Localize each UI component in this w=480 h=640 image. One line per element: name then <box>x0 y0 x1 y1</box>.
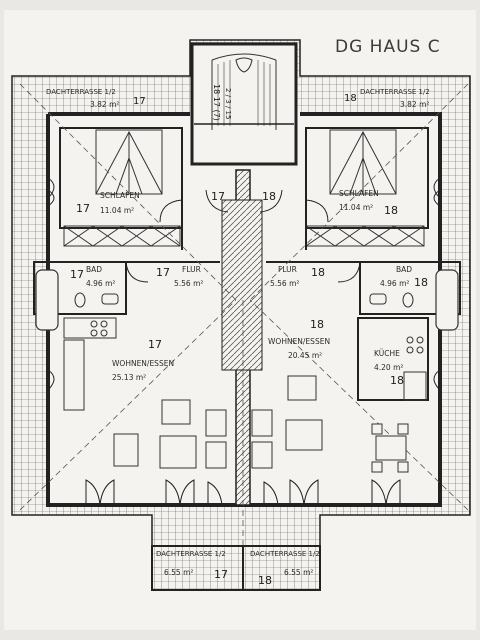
hall-walls <box>125 170 361 314</box>
stair-tower <box>190 42 298 166</box>
room-wohnen-right-area: 20.45 m² <box>288 351 322 360</box>
terrace-top-left-area: 3.82 m² <box>90 100 119 109</box>
room-kueche-area: 4.20 m² <box>374 363 403 372</box>
wardrobe-left <box>63 225 181 247</box>
bathtub-left <box>35 269 59 331</box>
flur-right-unit: 18 <box>311 266 325 279</box>
schlafen-right-unit: 18 <box>384 204 398 217</box>
stove-right <box>406 336 424 354</box>
schlafen-left-unit: 17 <box>76 202 90 215</box>
room-schlafen-right-area: 11.04 m² <box>339 203 373 212</box>
sink-right <box>369 293 387 305</box>
terrace-rail-bottom <box>151 545 321 591</box>
roof-diagonals <box>19 83 469 590</box>
room-wohnen-right-name: WOHNEN/ESSEN <box>268 337 330 346</box>
furniture-right <box>251 375 409 473</box>
entry-left-unit: 17 <box>211 190 225 203</box>
terrace-bottom-left-area: 6.55 m² <box>164 568 193 577</box>
room-bad-right-area: 4.96 m² <box>380 279 409 288</box>
kitchen-right-counter <box>403 371 427 401</box>
terrace-bottom-right-unit: 18 <box>258 574 272 587</box>
exterior-walls <box>46 112 442 507</box>
wohnen-left-unit: 17 <box>148 338 162 351</box>
stove-left <box>90 320 108 337</box>
toilet-left <box>74 292 86 308</box>
entry-right-unit: 18 <box>262 190 276 203</box>
room-flur-right-area: 5.56 m² <box>270 279 299 288</box>
terrace-bottom-right-name: DACHTERRASSE 1/2 <box>250 550 320 558</box>
room-kueche-name: KÜCHE <box>374 349 400 358</box>
bathtub-right <box>435 269 459 331</box>
terrace-bottom-left-unit: 17 <box>214 568 228 581</box>
wardrobe-right <box>305 225 425 247</box>
room-wohnen-left-area: 25.13 m² <box>112 373 146 382</box>
toilet-right <box>402 292 414 308</box>
plan-title: DG HAUS C <box>335 37 441 57</box>
stair-marks: 18 17 (7) <box>212 84 221 121</box>
side-windows <box>47 177 441 391</box>
room-schlafen-right-name: SCHLAFEN <box>339 189 379 198</box>
kitchen-left-counter <box>63 317 117 339</box>
terrace-bottom-left-name: DACHTERRASSE 1/2 <box>156 550 226 558</box>
terrace-bottom-right-area: 6.55 m² <box>284 568 313 577</box>
room-flur-left-name: FLUR <box>182 265 201 274</box>
wohnen-right-unit: 18 <box>310 318 324 331</box>
room-schlafen-left-area: 11.04 m² <box>100 206 134 215</box>
room-bad-left-area: 4.96 m² <box>86 279 115 288</box>
bed-right <box>329 129 397 195</box>
bed-left <box>95 129 163 195</box>
terrace-top-right-unit: 18 <box>344 93 357 104</box>
sink-left <box>101 293 119 305</box>
terrace-top-right-area: 3.82 m² <box>400 100 429 109</box>
room-schlafen-left-name: SCHLAFEN <box>100 191 140 200</box>
bad-right-unit: 18 <box>414 276 428 289</box>
kitchen-right-room <box>357 317 429 401</box>
bad-left-unit: 17 <box>70 268 84 281</box>
kitchen-left-unit <box>63 339 85 411</box>
flur-left-unit: 17 <box>156 266 170 279</box>
room-bad-left-name: BAD <box>86 265 102 274</box>
terrace-top-right-name: DACHTERRASSE 1/2 <box>360 88 430 96</box>
room-flur-right-name: FLUR <box>278 265 297 274</box>
shaft-column <box>221 199 263 371</box>
room-wohnen-left-name: WOHNEN/ESSEN <box>112 359 174 368</box>
room-flur-left-area: 5.56 m² <box>174 279 203 288</box>
kueche-unit: 18 <box>390 374 404 387</box>
terrace-top-left-unit: 17 <box>133 96 146 107</box>
stair-label: 2 / 3 / 15 <box>224 88 232 119</box>
door-swings <box>125 189 361 283</box>
bottom-windows <box>85 479 401 506</box>
room-bad-right-name: BAD <box>396 265 412 274</box>
terrace-top-left-name: DACHTERRASSE 1/2 <box>46 88 116 96</box>
furniture-left <box>113 399 227 469</box>
